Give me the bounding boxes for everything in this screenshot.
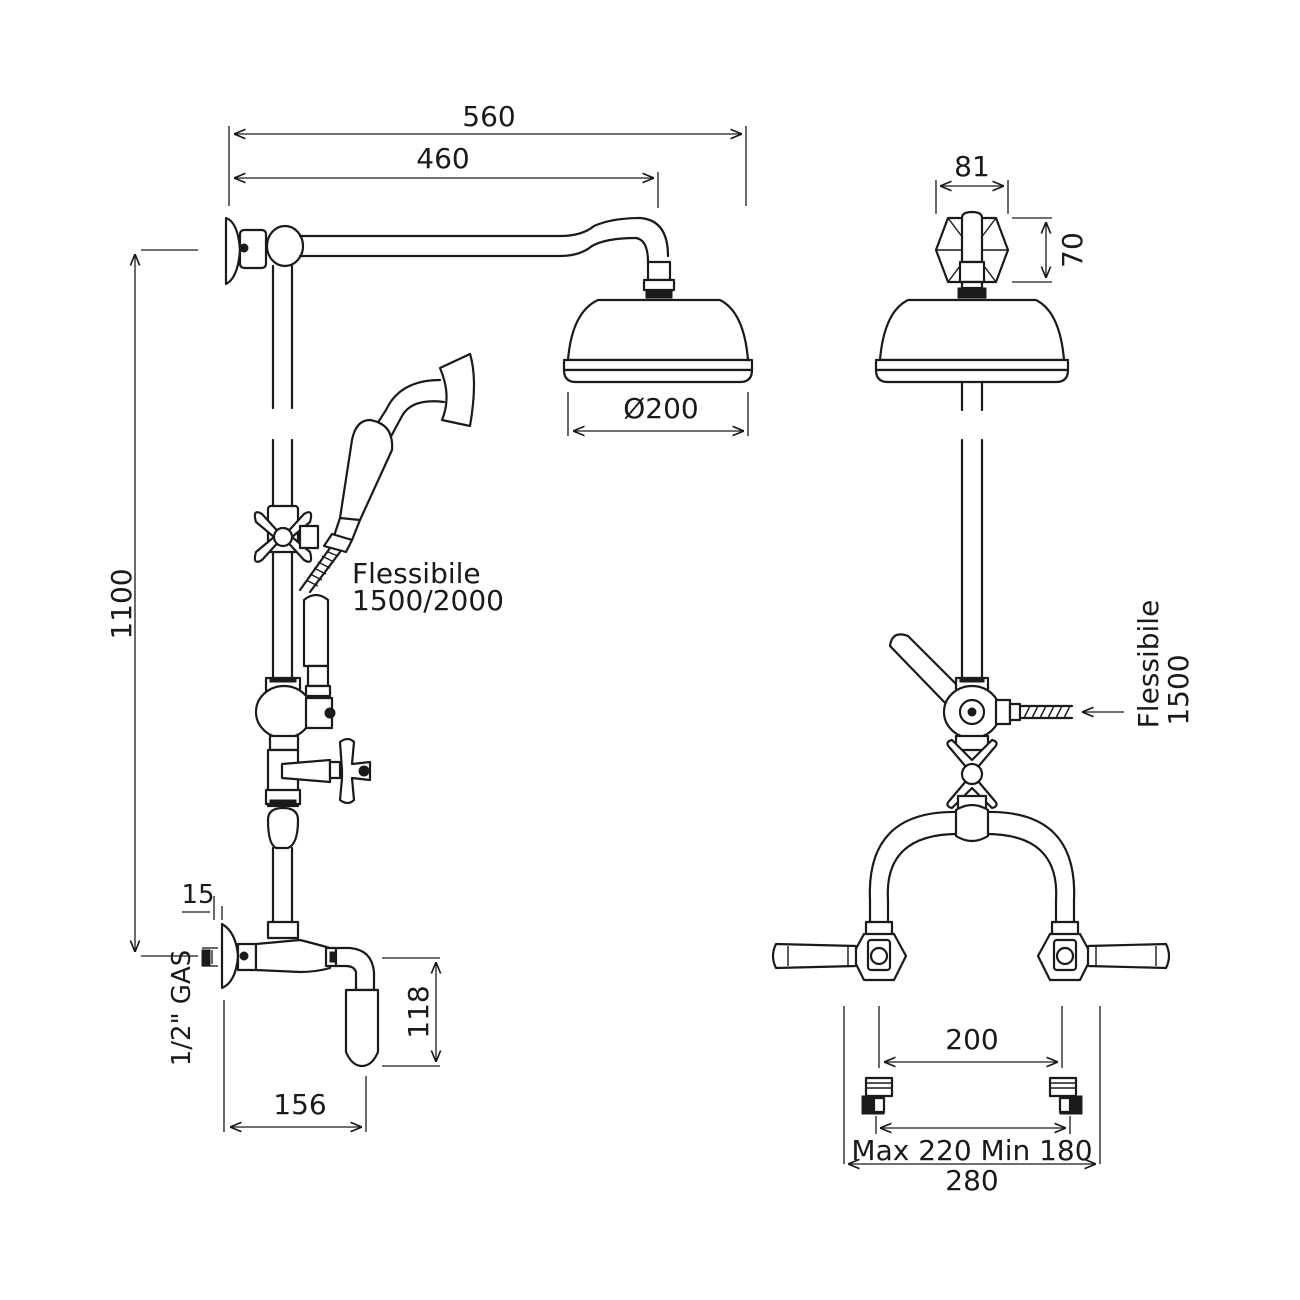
side-shower-head <box>874 298 1070 384</box>
riser-pipe-upper <box>271 264 294 410</box>
dim-head-diameter: Ø200 <box>567 392 749 436</box>
bottom-wall-connection <box>220 922 380 1068</box>
arch-bridge <box>868 803 1076 924</box>
dim-connector-width: 81 <box>935 150 1009 214</box>
dim-thread-label: 1/2" GAS <box>167 950 197 1067</box>
front-view: Flessibile 1500/2000 <box>105 100 754 1132</box>
dim-70-label: 70 <box>1056 232 1089 268</box>
left-tap <box>771 920 908 982</box>
side-diverter <box>888 633 1074 752</box>
side-cross-handle <box>946 738 998 812</box>
riser-pipe-lower <box>266 806 300 940</box>
dim-diameter-label: Ø200 <box>623 392 698 425</box>
side-view: Flessibile 1500 <box>771 150 1195 1197</box>
shower-head <box>562 260 754 384</box>
dim-connector-height: 70 <box>1012 217 1089 283</box>
dim-15-label: 15 <box>181 880 214 910</box>
eccentric-fittings <box>861 1076 1083 1115</box>
dim-overall-base: 280 <box>843 1006 1101 1197</box>
hose-label-front-line1: Flessibile <box>352 557 481 590</box>
dim-560-label: 560 <box>462 100 515 133</box>
dim-outlet-height: 118 <box>382 957 440 1067</box>
dim-thread: 1/2" GAS <box>167 947 218 1067</box>
dim-offset: 15 <box>181 880 223 920</box>
top-wall-flange <box>224 216 305 286</box>
dim-arm-length: 460 <box>234 142 659 208</box>
dim-total-height: 1100 <box>105 249 198 957</box>
dim-81-label: 81 <box>954 150 990 183</box>
side-riser-pipe <box>960 380 984 680</box>
dim-156-label: 156 <box>273 1088 326 1121</box>
dim-1100-label: 1100 <box>105 568 138 639</box>
dim-118-label: 118 <box>402 985 435 1038</box>
dim-centres: 200 <box>878 1006 1063 1068</box>
diverter-body <box>254 676 336 752</box>
dim-overall-width: 560 <box>228 100 747 206</box>
mixer-valve <box>264 737 372 808</box>
right-tap <box>1036 920 1171 982</box>
dim-depth: 156 <box>223 1000 367 1132</box>
hose-label-side-line2: 1500 <box>1162 654 1195 725</box>
hex-connector <box>934 210 1010 299</box>
dim-280-label: 280 <box>945 1164 998 1197</box>
riser-pipe-middle <box>266 438 300 680</box>
slider-cross-handle <box>253 511 320 563</box>
shower-arm <box>298 216 670 264</box>
dim-460-label: 460 <box>416 142 469 175</box>
hose-label-side-line1: Flessibile <box>1132 600 1165 729</box>
hose-label-front-line2: 1500/2000 <box>352 584 504 617</box>
hand-shower <box>298 352 476 594</box>
diverter-lever <box>302 593 332 698</box>
dim-adjust-label: Max 220 Min 180 <box>851 1134 1092 1167</box>
dim-200-label: 200 <box>945 1023 998 1056</box>
dim-adjust-range: Max 220 Min 180 <box>851 1116 1093 1167</box>
